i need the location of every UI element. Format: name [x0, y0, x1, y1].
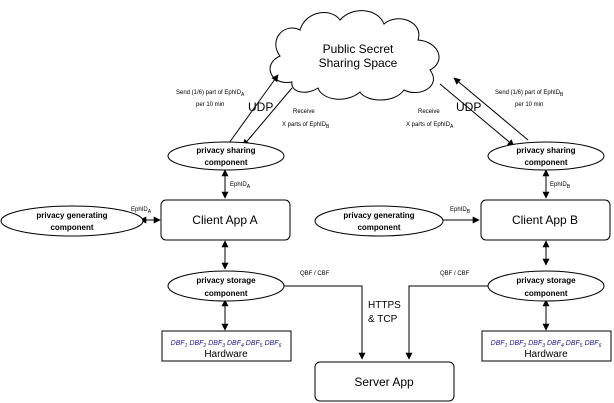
left-privacy-generating-component: privacy generating component — [0, 205, 144, 237]
svg-text:component: component — [204, 158, 247, 167]
client-app-b: Client App B — [480, 199, 611, 241]
server-app: Server App — [314, 361, 455, 402]
right-storage-server-arrow — [405, 285, 489, 360]
svg-text:privacy sharing: privacy sharing — [516, 146, 575, 155]
left-generating-ephid-label: EphIDA — [131, 207, 152, 215]
right-receive-label: Receive — [418, 109, 440, 115]
server-protocol-line1: HTTPS — [368, 300, 401, 311]
svg-text:privacy sharing: privacy sharing — [196, 146, 255, 155]
svg-text:component: component — [524, 289, 567, 298]
left-send-arrow — [228, 74, 279, 144]
right-qbf-cbf-label: QBF / CBF — [440, 271, 470, 277]
left-receive-arrow — [242, 87, 293, 147]
left-send-interval: per 10 min — [196, 102, 224, 108]
right-udp-label: UDP — [456, 100, 481, 114]
left-send-label: Send (1/6) part of EphIDA — [176, 90, 245, 98]
left-qbf-cbf-label: QBF / CBF — [300, 271, 330, 277]
svg-text:Client App A: Client App A — [192, 213, 257, 227]
cloud-title-line1: Public Secret — [323, 42, 394, 56]
server-protocol-line2: & TCP — [368, 314, 398, 325]
right-send-label: Send (1/6) part of EphIDB — [495, 90, 564, 98]
svg-text:component: component — [204, 289, 247, 298]
cloud-title-line2: Sharing Space — [319, 56, 398, 70]
svg-text:privacy generating: privacy generating — [36, 211, 107, 220]
public-secret-sharing-space: Public Secret Sharing Space — [269, 10, 440, 101]
svg-text:privacy storage: privacy storage — [516, 276, 576, 285]
client-app-a: Client App A — [160, 199, 291, 241]
svg-text:Server App: Server App — [354, 375, 414, 389]
svg-text:Client App B: Client App B — [512, 213, 578, 227]
left-hardware-label: Hardware — [204, 349, 248, 360]
left-privacy-storage-component: privacy storage component — [167, 270, 285, 302]
right-privacy-sharing-component: privacy sharing component — [487, 141, 605, 171]
left-receive-label: Receive — [293, 109, 315, 115]
left-ephid-label: EphIDA — [230, 182, 251, 190]
left-udp-label: UDP — [248, 100, 273, 114]
left-receive-parts-label: X parts of EphIDB — [282, 122, 330, 130]
right-privacy-storage-component: privacy storage component — [487, 270, 605, 302]
right-receive-arrow — [439, 83, 515, 147]
svg-text:privacy generating: privacy generating — [343, 211, 414, 220]
right-generating-ephid-label: EphIDB — [450, 207, 471, 215]
right-ephid-label: EphIDB — [550, 182, 571, 190]
right-privacy-generating-component: privacy generating component — [314, 205, 444, 237]
left-privacy-sharing-component: privacy sharing component — [167, 141, 285, 171]
svg-text:privacy storage: privacy storage — [196, 276, 256, 285]
right-send-interval: per 10 min — [515, 102, 543, 108]
svg-text:component: component — [524, 158, 567, 167]
right-receive-parts-label: X parts of EphIDA — [406, 122, 454, 130]
right-send-arrow — [453, 77, 529, 141]
left-storage-server-arrow — [283, 285, 366, 360]
svg-text:component: component — [357, 223, 400, 232]
right-hardware-label: Hardware — [524, 349, 568, 360]
svg-text:component: component — [50, 223, 93, 232]
